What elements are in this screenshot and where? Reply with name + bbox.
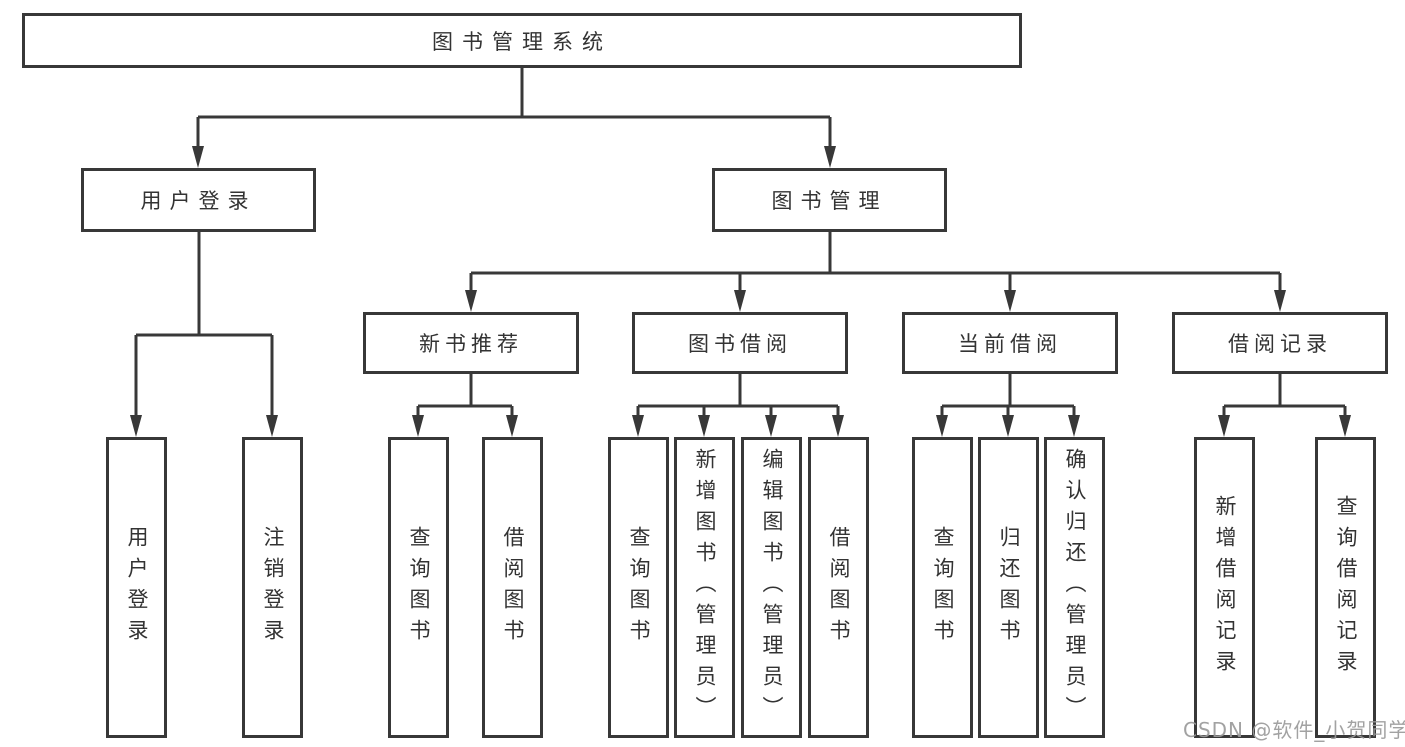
node-borrowing-records: 借阅记录 <box>1172 312 1388 374</box>
node-label: 借阅图书 <box>501 525 525 650</box>
node-book-management: 图书管理 <box>712 168 947 232</box>
connector-new-book-recommendation-to-leaves <box>412 374 518 437</box>
node-leaf-borrow-books-recommendation: 借阅图书 <box>482 437 543 738</box>
node-label: 图书管理 <box>771 189 888 213</box>
node-label: 图书借阅 <box>688 332 792 356</box>
connector-current-borrowing-to-leaves <box>936 374 1080 437</box>
node-label: 查询图书 <box>931 525 955 650</box>
node-label: 查询借阅记录 <box>1334 494 1358 681</box>
node-leaf-user-login-action: 用户登录 <box>106 437 167 738</box>
node-leaf-return-books: 归还图书 <box>978 437 1039 738</box>
node-label: 图书管理系统 <box>432 29 612 54</box>
node-label: 用户登录 <box>125 525 149 650</box>
node-label: 查询图书 <box>407 525 431 650</box>
csdn-watermark: CSDN @软件_小贺同学 <box>1183 718 1405 742</box>
node-label: 新增图书（管理员） <box>693 448 717 727</box>
node-label: 注销登录 <box>261 525 285 650</box>
node-leaf-add-books-admin: 新增图书（管理员） <box>674 437 735 738</box>
node-library-management-system: 图书管理系统 <box>22 13 1022 68</box>
node-label: 确认归还（管理员） <box>1063 448 1087 727</box>
node-label: 新增借阅记录 <box>1213 494 1237 681</box>
node-label: 编辑图书（管理员） <box>760 448 784 727</box>
connector-root-to-level2 <box>192 68 836 168</box>
node-leaf-add-borrow-record: 新增借阅记录 <box>1194 437 1255 738</box>
node-user-login: 用户登录 <box>81 168 316 232</box>
node-current-borrowing: 当前借阅 <box>902 312 1118 374</box>
node-leaf-query-books-current: 查询图书 <box>912 437 973 738</box>
node-new-book-recommendation: 新书推荐 <box>363 312 579 374</box>
node-leaf-query-borrow-record: 查询借阅记录 <box>1315 437 1376 738</box>
node-book-borrowing: 图书借阅 <box>632 312 848 374</box>
connector-user-login-to-leaves <box>130 232 278 437</box>
node-label: 用户登录 <box>140 189 257 213</box>
node-leaf-query-books-borrowing: 查询图书 <box>608 437 669 738</box>
node-leaf-query-books-recommendation: 查询图书 <box>388 437 449 738</box>
node-label: 新书推荐 <box>419 332 523 356</box>
connector-book-management-to-level3 <box>465 232 1286 312</box>
node-leaf-borrow-books-borrowing: 借阅图书 <box>808 437 869 738</box>
node-label: 归还图书 <box>997 525 1021 650</box>
node-leaf-logout: 注销登录 <box>242 437 303 738</box>
node-label: 当前借阅 <box>958 332 1062 356</box>
connector-borrowing-records-to-leaves <box>1218 374 1351 437</box>
node-label: 借阅记录 <box>1228 332 1332 356</box>
node-label: 查询图书 <box>627 525 651 650</box>
node-leaf-edit-books-admin: 编辑图书（管理员） <box>741 437 802 738</box>
node-leaf-confirm-return-admin: 确认归还（管理员） <box>1044 437 1105 738</box>
connector-book-borrowing-to-leaves <box>632 374 844 437</box>
node-label: 借阅图书 <box>827 525 851 650</box>
